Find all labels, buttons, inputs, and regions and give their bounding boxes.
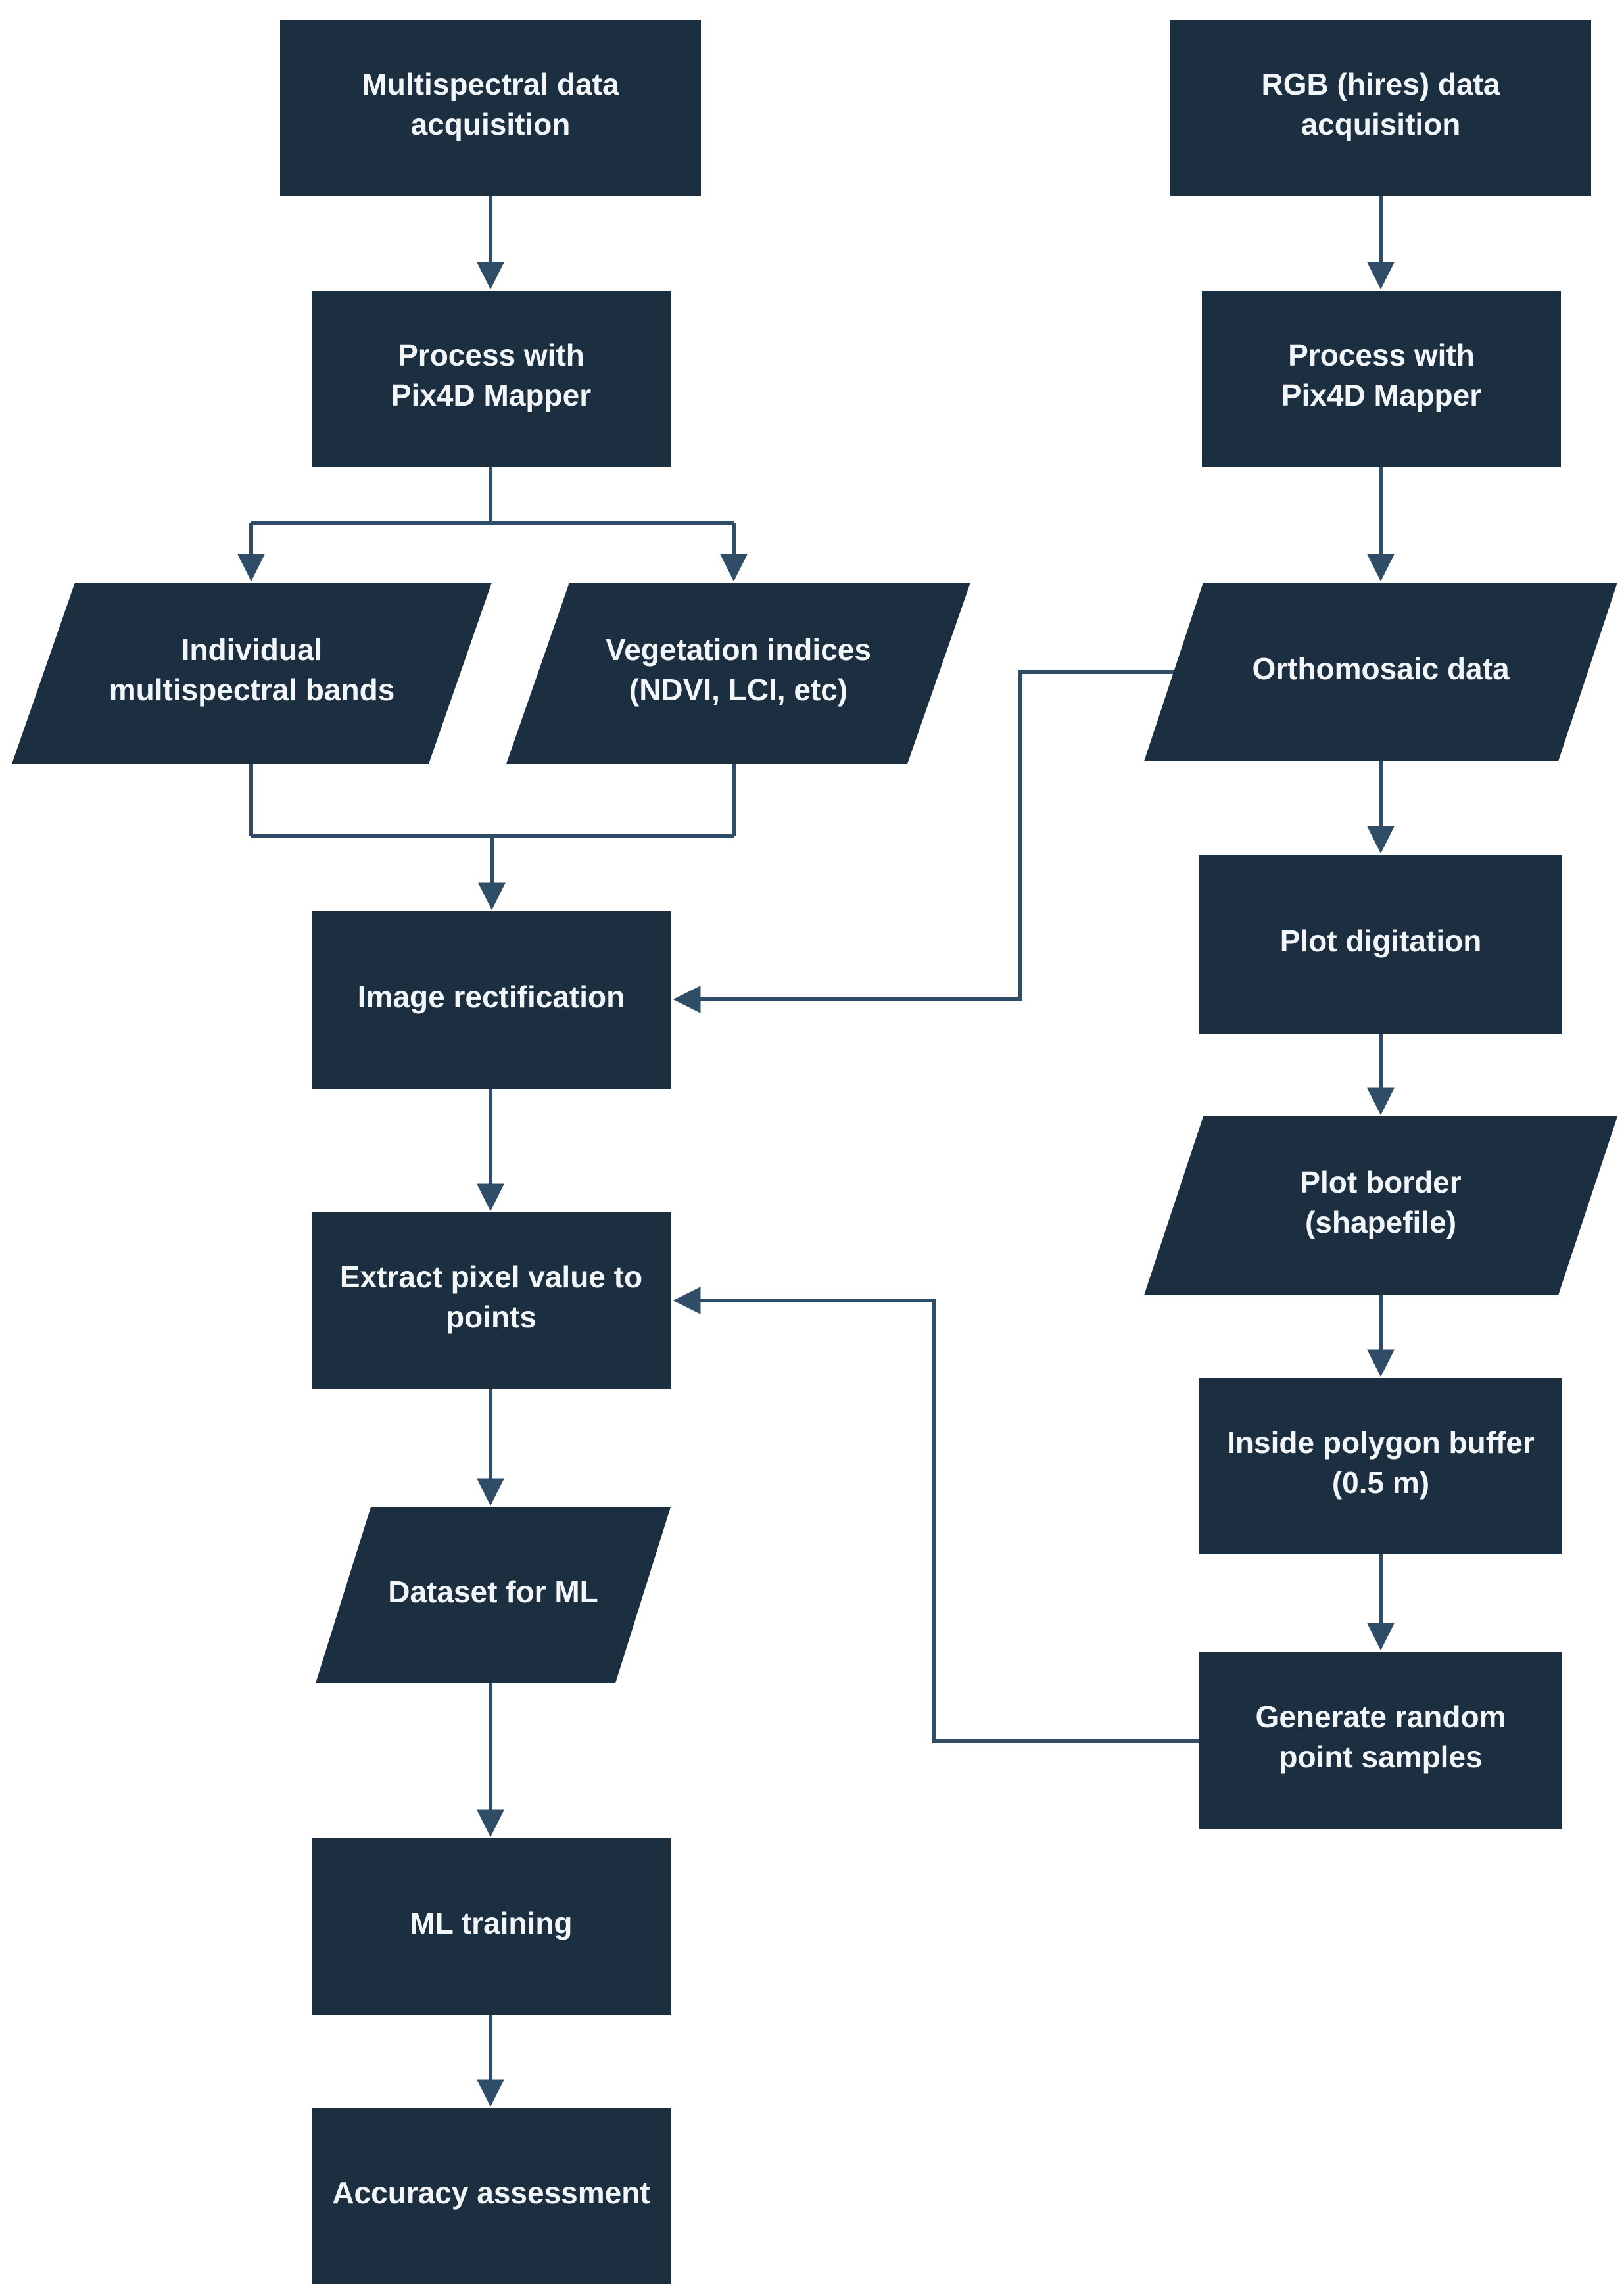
- connector-generate-random-to-extract: [673, 1287, 1199, 1743]
- node-process-pix4d-rgb: Process with Pix4D Mapper: [1202, 291, 1561, 467]
- node-inside-polygon-buffer: Inside polygon buffer (0.5 m): [1199, 1378, 1562, 1554]
- node-inside-polygon-buffer-label: Inside polygon buffer (0.5 m): [1227, 1425, 1535, 1500]
- node-rgb-acquisition: RGB (hires) data acquisition: [1170, 20, 1591, 196]
- node-generate-random-points: Generate random point samples: [1199, 1652, 1562, 1829]
- connector-orthomosaic-to-image-rectification: [673, 670, 1174, 1013]
- connector-process-split-bar: [251, 467, 734, 525]
- node-accuracy-assessment-label: Accuracy assessment: [332, 2175, 650, 2210]
- node-multispectral-acquisition: Multispectral data acquisition: [280, 20, 701, 196]
- node-image-rectification: Image rectification: [312, 911, 671, 1089]
- node-plot-digitation: Plot digitation: [1199, 855, 1562, 1034]
- connector-merge-bar: [249, 764, 736, 838]
- node-accuracy-assessment: Accuracy assessment: [312, 2108, 671, 2284]
- node-extract-pixel-value-label: Extract pixel value to points: [339, 1260, 643, 1334]
- node-process-pix4d-multispectral: Process with Pix4D Mapper: [312, 291, 671, 467]
- node-rgb-acquisition-label: RGB (hires) data acquisition: [1261, 67, 1500, 141]
- node-orthomosaic-data-label: Orthomosaic data: [1252, 651, 1510, 686]
- node-individual-multispectral-bands-label: Individual multispectral bands: [108, 632, 395, 707]
- node-plot-border-shapefile: Plot border (shapefile): [1144, 1116, 1617, 1295]
- node-ml-training-label: ML training: [410, 1905, 573, 1940]
- node-dataset-for-ml: Dataset for ML: [316, 1507, 671, 1683]
- node-generate-random-points-label: Generate random point samples: [1255, 1700, 1506, 1774]
- node-extract-pixel-value: Extract pixel value to points: [312, 1212, 671, 1389]
- node-vegetation-indices-label: Vegetation indices (NDVI, LCI, etc): [606, 632, 871, 707]
- node-plot-digitation-label: Plot digitation: [1279, 923, 1482, 958]
- node-ml-training: ML training: [312, 1838, 671, 2015]
- node-orthomosaic-data: Orthomosaic data: [1144, 583, 1617, 761]
- node-individual-multispectral-bands: Individual multispectral bands: [12, 583, 492, 764]
- node-multispectral-acquisition-label: Multispectral data acquisition: [362, 67, 619, 141]
- node-process-pix4d-rgb-label: Process with Pix4D Mapper: [1281, 338, 1482, 412]
- node-process-pix4d-multispectral-label: Process with Pix4D Mapper: [391, 338, 592, 412]
- node-dataset-for-ml-label: Dataset for ML: [388, 1574, 598, 1609]
- node-vegetation-indices: Vegetation indices (NDVI, LCI, etc): [506, 583, 970, 764]
- node-plot-border-shapefile-label: Plot border (shapefile): [1300, 1165, 1462, 1239]
- node-image-rectification-label: Image rectification: [357, 979, 625, 1014]
